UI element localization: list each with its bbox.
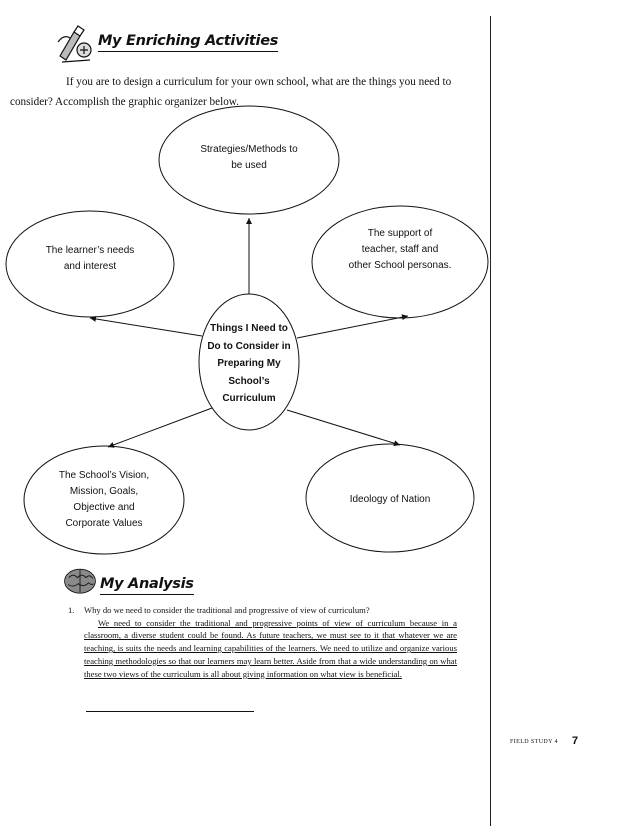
arrow-to-bottom-right — [287, 410, 400, 445]
analysis-question: 1. Why do we need to consider the tradit… — [62, 604, 457, 617]
arrow-to-left — [90, 318, 202, 336]
node-bottom-left-label: The School’s Vision,Mission, Goals,Objec… — [34, 468, 174, 532]
arrow-to-right — [297, 316, 408, 338]
analysis-answer: We need to consider the traditional and … — [62, 617, 457, 681]
footer-label: FIELD STUDY 4 — [510, 739, 558, 745]
brain-icon — [58, 564, 102, 600]
analysis-heading: My Analysis — [100, 576, 194, 592]
arrow-to-bottom-left — [108, 408, 212, 447]
answer-blank-line — [86, 711, 254, 712]
analysis-item: 1. Why do we need to consider the tradit… — [62, 604, 457, 680]
page-number: 7 — [572, 735, 578, 747]
node-bottom-right-label: Ideology of Nation — [320, 492, 460, 508]
question-number: 1. — [68, 604, 74, 617]
